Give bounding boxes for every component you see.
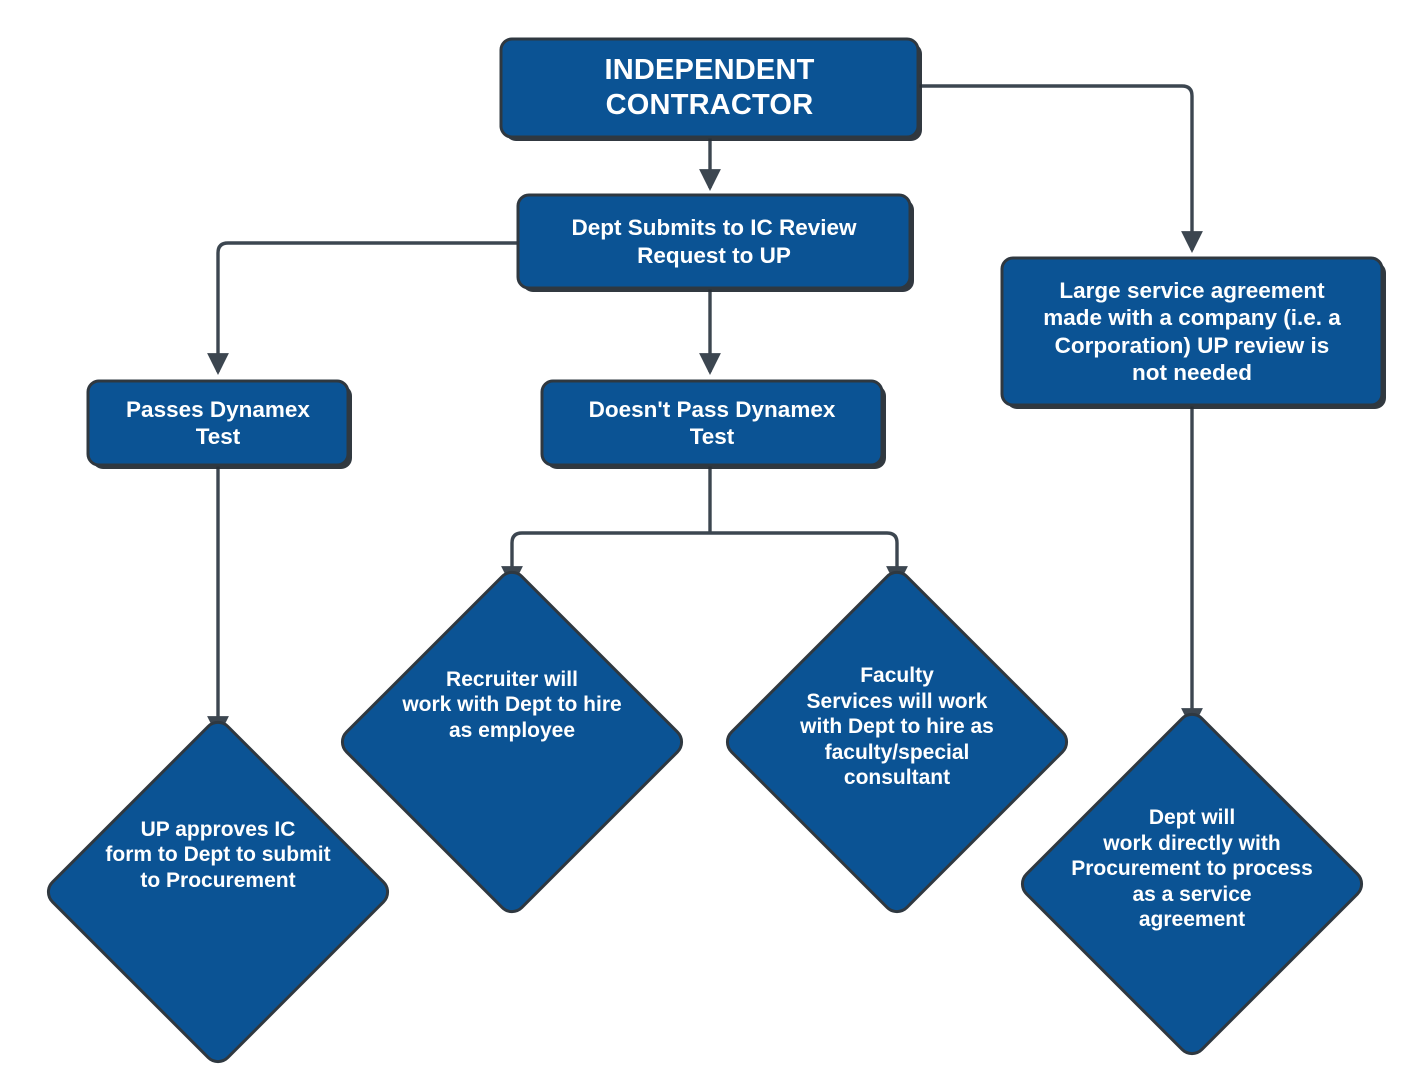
edge-dept-submits-to-passes bbox=[207, 241, 518, 375]
node-faculty-services[interactable] bbox=[722, 567, 1073, 918]
connector-layer bbox=[207, 84, 1203, 738]
node-independent-contractor[interactable] bbox=[499, 37, 920, 139]
edge-doesnt-pass-to-faculty bbox=[710, 531, 908, 588]
node-doesnt-pass-dynamex[interactable] bbox=[540, 379, 884, 467]
node-recruiter-hire-employee[interactable] bbox=[337, 567, 688, 918]
node-large-service-agreement[interactable] bbox=[1000, 256, 1384, 407]
edge-ic-to-large-service bbox=[918, 84, 1203, 253]
diamond-layer bbox=[43, 567, 1368, 1068]
node-dept-submits[interactable] bbox=[516, 193, 912, 290]
node-dept-procurement[interactable] bbox=[1017, 709, 1368, 1060]
node-passes-dynamex[interactable] bbox=[86, 379, 350, 467]
edge-doesnt-pass-to-recruiter bbox=[501, 531, 710, 588]
node-up-approves-ic[interactable] bbox=[43, 717, 394, 1068]
